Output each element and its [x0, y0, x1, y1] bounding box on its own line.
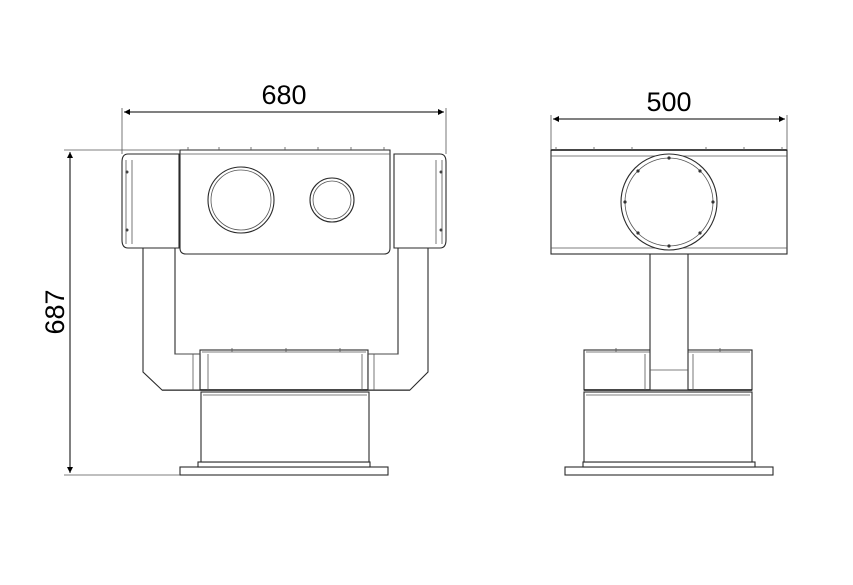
- front-yoke: [142, 243, 429, 391]
- side-column: [649, 244, 689, 391]
- front-pedestal: [200, 391, 370, 463]
- side-pedestal: [583, 391, 753, 463]
- front-width-label: 680: [261, 80, 306, 110]
- side-flange: [620, 153, 718, 251]
- dimension-height: 687: [40, 149, 180, 476]
- front-arm-caps: [121, 153, 447, 249]
- side-base-plate: [564, 461, 774, 476]
- side-view: [550, 147, 788, 476]
- dimension-front-width: 680: [121, 80, 447, 154]
- front-large-lens: [207, 166, 275, 234]
- front-view: [121, 147, 447, 476]
- side-width-label: 500: [646, 87, 691, 117]
- front-small-lens: [309, 177, 355, 223]
- height-label: 687: [40, 289, 70, 334]
- front-camera-body: [179, 147, 391, 255]
- front-base-plate: [179, 461, 389, 476]
- dimension-side-width: 500: [550, 87, 788, 150]
